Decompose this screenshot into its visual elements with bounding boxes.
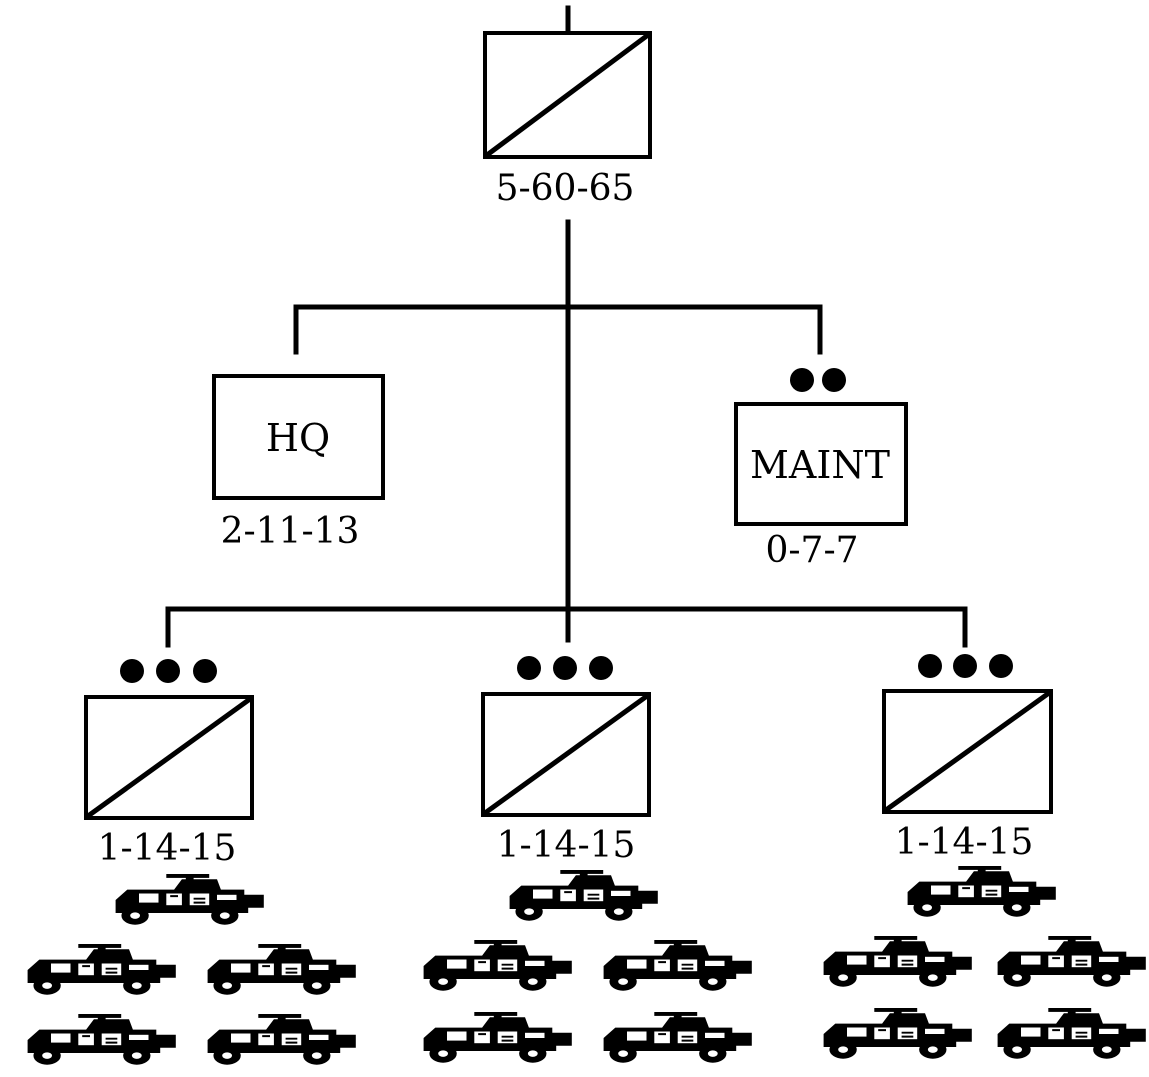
size-dot	[989, 654, 1013, 678]
humvee-icon	[602, 1010, 754, 1065]
size-dot	[120, 659, 144, 683]
humvee-icon	[114, 872, 266, 927]
platoon-node-1: 1-14-15	[26, 659, 358, 1067]
vehicle-group	[422, 868, 754, 1065]
vehicle-group	[26, 872, 358, 1067]
maint-box	[734, 402, 908, 526]
size-dot	[953, 654, 977, 678]
maint-box-label: MAINT	[750, 443, 890, 487]
humvee-icon	[906, 864, 1058, 919]
hq-strength: 2-11-13	[221, 511, 360, 552]
platoon-strength: 1-14-15	[98, 828, 237, 869]
humvee-icon	[26, 1012, 178, 1067]
humvee-icon	[422, 938, 574, 993]
humvee-icon	[996, 1006, 1148, 1061]
hq-node: HQ 2-11-13	[212, 374, 385, 552]
size-dot	[790, 368, 814, 392]
humvee-icon	[602, 938, 754, 993]
root-node: 5-60-65	[483, 31, 652, 209]
platoon-node-2: 1-14-15	[422, 656, 754, 1065]
connectors	[165, 5, 968, 648]
size-dot	[517, 656, 541, 680]
vehicle-group	[822, 864, 1148, 1061]
hq-box	[212, 374, 385, 500]
platoon-node-3: 1-14-15	[822, 654, 1148, 1061]
platoon-strength: 1-14-15	[497, 825, 636, 866]
size-dot	[156, 659, 180, 683]
humvee-icon	[822, 1006, 974, 1061]
humvee-icon	[422, 1010, 574, 1065]
humvee-icon	[206, 942, 358, 997]
maint-strength: 0-7-7	[765, 530, 858, 571]
humvee-icon	[508, 868, 660, 923]
humvee-icon	[26, 942, 178, 997]
root-strength: 5-60-65	[496, 168, 635, 209]
humvee-icon	[206, 1012, 358, 1067]
humvee-icon	[996, 934, 1148, 989]
size-dot	[193, 659, 217, 683]
platoon-strength: 1-14-15	[895, 822, 1034, 863]
maint-node: MAINT 0-7-7	[734, 368, 908, 571]
size-dot	[553, 656, 577, 680]
humvee-icon	[822, 934, 974, 989]
hq-box-label: HQ	[266, 416, 330, 460]
size-dot	[918, 654, 942, 678]
size-dot	[822, 368, 846, 392]
size-dot	[589, 656, 613, 680]
